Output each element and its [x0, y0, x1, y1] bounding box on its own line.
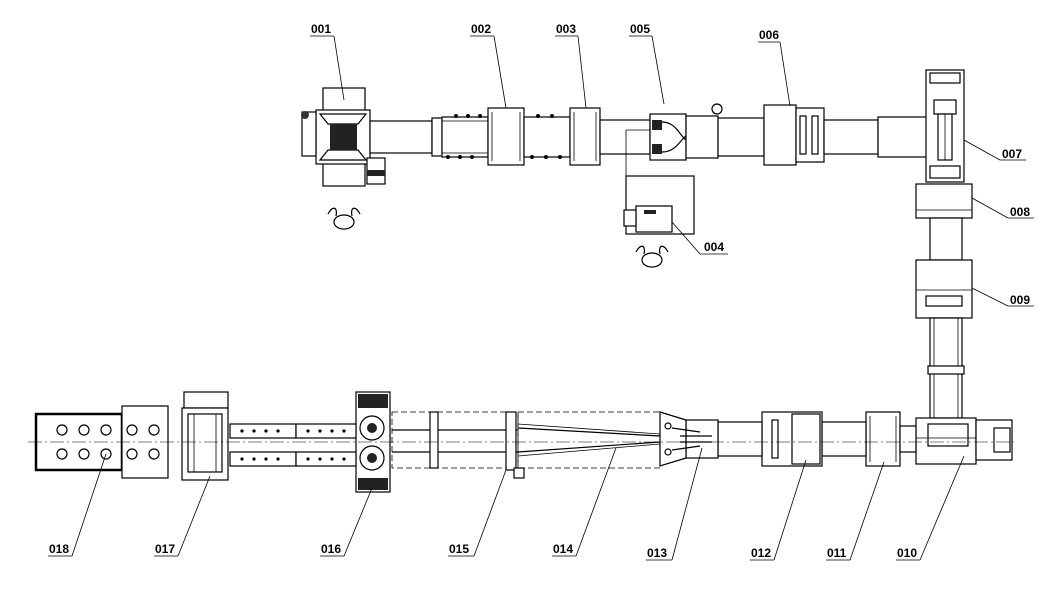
label-006: 006 [759, 28, 779, 42]
label-005: 005 [630, 22, 650, 36]
station-002 [487, 107, 525, 166]
operator-icon [635, 245, 669, 268]
label-004: 004 [704, 240, 724, 254]
conveyor-012-013 [685, 419, 763, 459]
label-001: 001 [311, 22, 331, 36]
station-005 [599, 103, 723, 176]
label-002: 002 [471, 22, 491, 36]
conveyor-008-009 [929, 217, 963, 261]
label-014: 014 [553, 542, 573, 556]
conveyor-005-006 [717, 117, 765, 157]
label-010: 010 [897, 546, 917, 560]
label-007: 007 [1002, 147, 1022, 161]
station-007 [925, 69, 965, 183]
station-009 [915, 259, 973, 319]
label-013: 013 [647, 546, 667, 560]
station-003 [569, 107, 601, 166]
station-010 [915, 417, 1013, 465]
leader-lines [48, 35, 1034, 561]
station-008 [915, 183, 973, 219]
station-014 [517, 411, 661, 469]
label-018: 018 [49, 542, 69, 556]
station-013 [659, 411, 712, 467]
conveyor-016-017 [229, 423, 357, 467]
label-015: 015 [449, 542, 469, 556]
label-008: 008 [1010, 205, 1030, 219]
label-016: 016 [321, 542, 341, 556]
station-017 [181, 391, 229, 481]
conveyor-009-010 [927, 317, 965, 419]
conveyor-006-007 [823, 116, 939, 158]
conveyor-001-002 [369, 114, 489, 159]
station-015 [391, 411, 525, 479]
label-012: 012 [751, 546, 771, 560]
station-011 [865, 411, 917, 467]
label-003: 003 [556, 22, 576, 36]
conveyor-011-012 [821, 421, 867, 457]
station-001 [301, 87, 386, 187]
conveyor-002-003 [523, 114, 571, 159]
operator-icon [327, 207, 361, 230]
station-006 [763, 104, 825, 166]
label-009: 009 [1010, 293, 1030, 307]
label-011: 011 [827, 546, 847, 560]
label-017: 017 [155, 542, 175, 556]
station-004 [623, 175, 695, 235]
station-012 [761, 411, 823, 467]
